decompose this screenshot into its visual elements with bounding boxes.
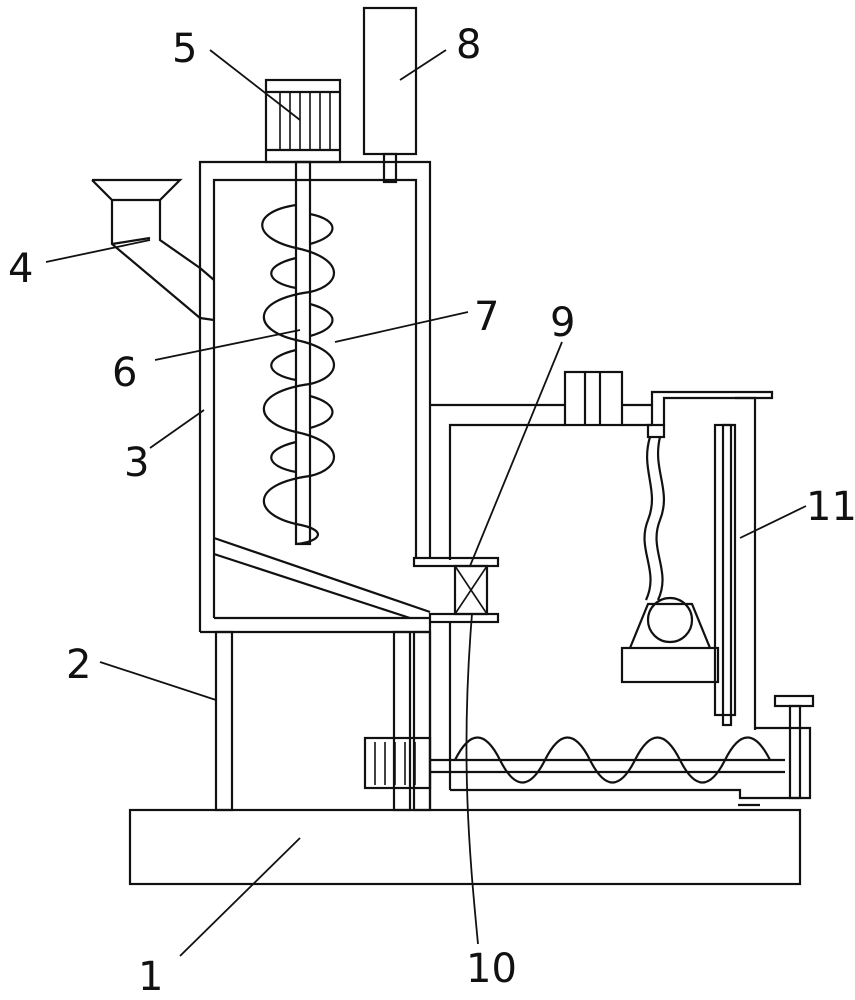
leader-4 (45, 239, 151, 263)
label-11: 11 (806, 484, 855, 530)
leader-7 (334, 311, 469, 343)
label-10: 10 (466, 946, 517, 992)
leader-8 (399, 49, 447, 81)
label-3: 3 (124, 440, 149, 486)
leader-10 (465, 613, 479, 945)
stirring-shaft (294, 160, 312, 546)
label-8: 8 (456, 22, 481, 68)
label-4: 4 (8, 246, 33, 292)
label-5: 5 (172, 26, 197, 72)
leader-1 (179, 837, 301, 957)
base-plate (128, 808, 802, 886)
label-6: 6 (112, 350, 137, 396)
top-dosing-unit (362, 6, 418, 184)
label-9: 9 (550, 300, 575, 346)
leader-9 (469, 341, 563, 567)
leader-6 (154, 329, 301, 361)
leader-lines (45, 49, 807, 957)
support-legs (214, 630, 432, 812)
hanging-weight (620, 423, 720, 684)
label-1: 1 (138, 954, 163, 1000)
helical-blade (261, 203, 336, 546)
label-2: 2 (66, 642, 91, 688)
leader-5 (209, 49, 301, 121)
right-chamber (430, 370, 774, 730)
label-7: 7 (474, 294, 499, 340)
top-motor (264, 78, 342, 164)
bottom-conveyor (363, 694, 815, 807)
leader-3 (149, 409, 205, 449)
feed-hopper (91, 178, 215, 322)
leader-11 (739, 505, 807, 539)
leader-2 (99, 661, 217, 701)
